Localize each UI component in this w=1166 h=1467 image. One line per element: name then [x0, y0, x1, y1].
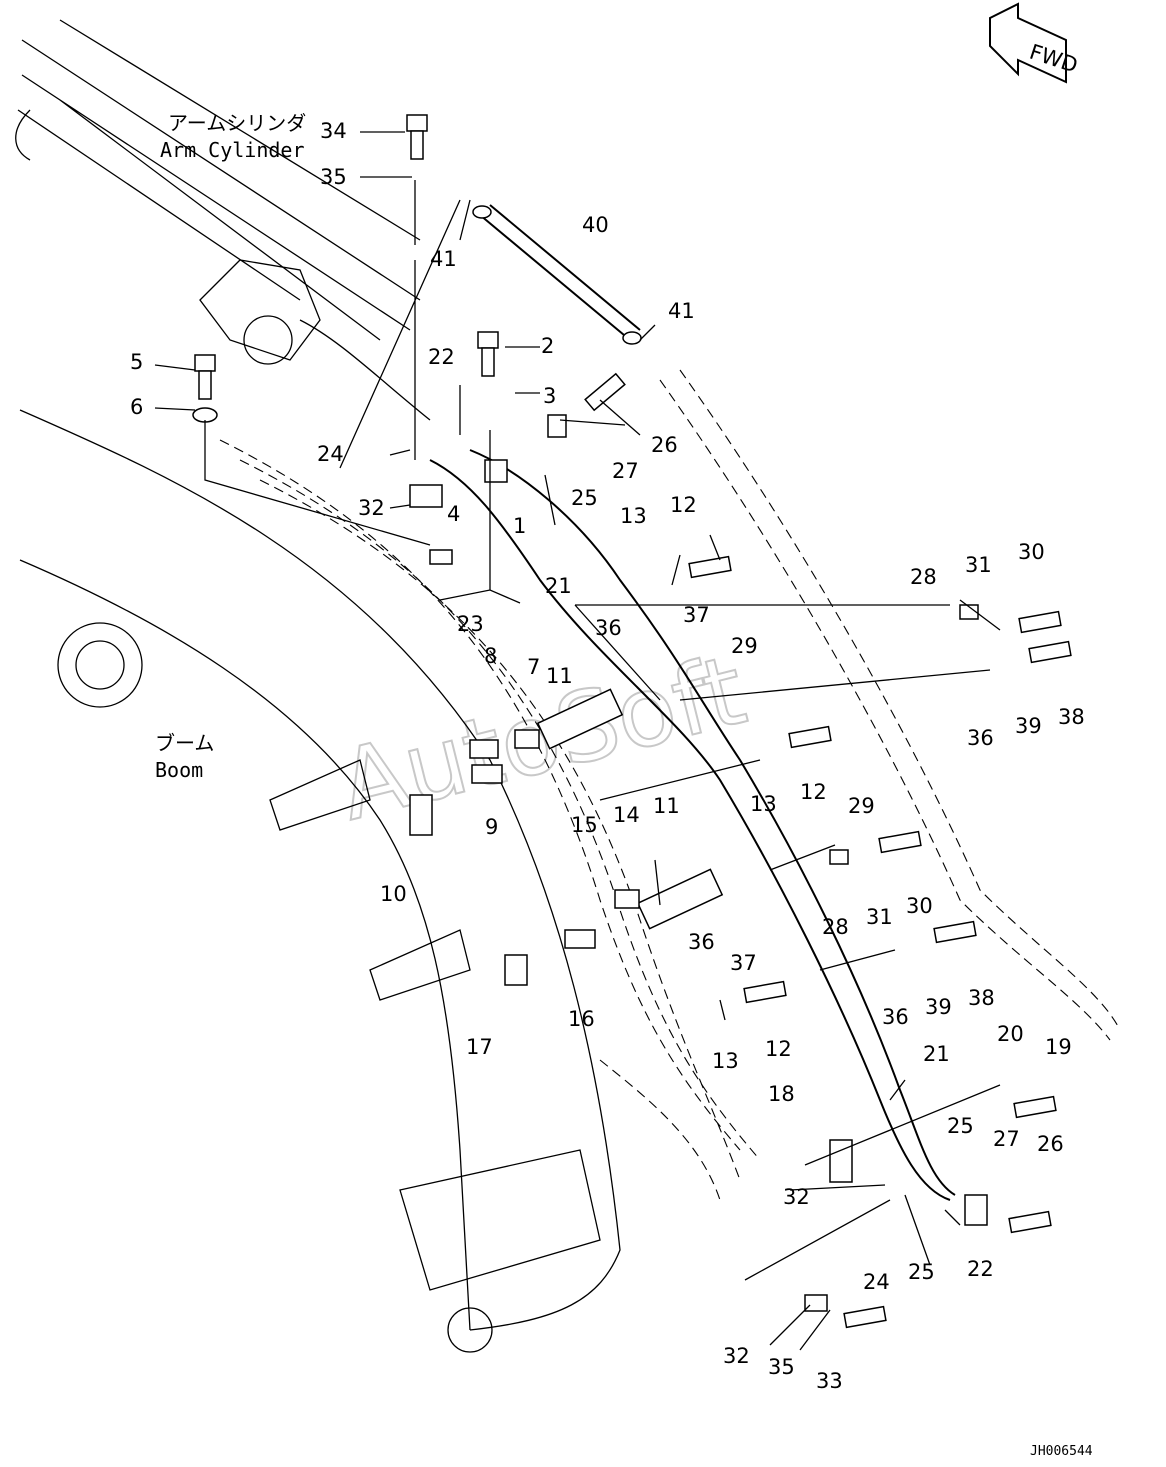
- callout-label: 22: [967, 1257, 994, 1281]
- callout-label: 30: [906, 894, 933, 918]
- callout-label: 4: [447, 502, 460, 526]
- callout-label: 12: [800, 780, 827, 804]
- tube-21: [429, 449, 956, 1201]
- callout-label: 26: [1037, 1132, 1064, 1156]
- callout-label: 11: [653, 794, 680, 818]
- callout-label: 25: [571, 486, 598, 510]
- callout-label: 41: [430, 247, 457, 271]
- callout-label: 39: [1015, 714, 1042, 738]
- callout-label: 8: [484, 644, 497, 668]
- callout-label: 32: [358, 496, 385, 520]
- callout-label: 36: [882, 1005, 909, 1029]
- callout-label: 20: [997, 1022, 1024, 1046]
- callout-label: 36: [688, 930, 715, 954]
- arm-cylinder-caption-en: Arm Cylinder: [160, 138, 305, 162]
- callout-label: 27: [993, 1127, 1020, 1151]
- callout-label: 25: [908, 1260, 935, 1284]
- hose-bundle: [219, 369, 1121, 1201]
- rod-40: [472, 204, 642, 345]
- callout-label: 17: [466, 1035, 493, 1059]
- callout-label: 10: [380, 882, 407, 906]
- callout-labels: 34 35 41 40 41 2 22 3 26 5 6 27 24 25 32…: [130, 119, 1085, 1393]
- callout-label: 22: [428, 345, 455, 369]
- callout-label: 5: [130, 350, 143, 374]
- fwd-label: FWD: [1027, 40, 1081, 78]
- callout-label: 26: [651, 433, 678, 457]
- callout-label: 28: [822, 915, 849, 939]
- fwd-arrow-icon: FWD: [989, 2, 1081, 84]
- callout-label: 36: [967, 726, 994, 750]
- boom-caption-jp: ブーム: [155, 731, 214, 755]
- callout-label: 34: [320, 119, 347, 143]
- callout-label: 9: [485, 815, 498, 839]
- callout-label: 21: [923, 1042, 950, 1066]
- callout-label: 41: [668, 299, 695, 323]
- arm-cylinder-outline: [15, 19, 431, 421]
- callout-label: 12: [765, 1037, 792, 1061]
- callout-label: 25: [947, 1114, 974, 1138]
- boom-outline: [19, 409, 621, 1353]
- callout-label: 13: [712, 1049, 739, 1073]
- callout-label: 18: [768, 1082, 795, 1106]
- callout-label: 3: [543, 384, 556, 408]
- callout-label: 31: [866, 905, 893, 929]
- callout-label: 29: [848, 794, 875, 818]
- callout-label: 1: [513, 514, 526, 538]
- callout-label: 14: [613, 803, 640, 827]
- callout-label: 24: [317, 442, 344, 466]
- callout-label: 40: [582, 213, 609, 237]
- callout-label: 36: [595, 616, 622, 640]
- callout-label: 12: [670, 493, 697, 517]
- callout-label: 13: [620, 504, 647, 528]
- callout-label: 37: [683, 603, 710, 627]
- bolts: [192, 114, 1072, 1329]
- callout-label: 6: [130, 395, 143, 419]
- callout-label: 38: [968, 986, 995, 1010]
- callout-label: 32: [783, 1185, 810, 1209]
- callout-label: 24: [863, 1270, 890, 1294]
- callout-label: 38: [1058, 705, 1085, 729]
- callout-label: 2: [541, 334, 554, 358]
- callout-label: 21: [545, 574, 572, 598]
- callout-label: 19: [1045, 1035, 1072, 1059]
- watermark-text: AutoSoft: [328, 634, 755, 842]
- leader-lines: [154, 131, 1001, 1351]
- callout-label: 33: [816, 1369, 843, 1393]
- callout-label: 28: [910, 565, 937, 589]
- callout-label: 35: [320, 165, 347, 189]
- callout-label: 29: [731, 634, 758, 658]
- callout-label: 27: [612, 459, 639, 483]
- boom-caption-en: Boom: [155, 758, 203, 782]
- clamps: [409, 414, 988, 1312]
- callout-label: 39: [925, 995, 952, 1019]
- callout-label: 37: [730, 951, 757, 975]
- callout-label: 23: [457, 612, 484, 636]
- callout-label: 35: [768, 1355, 795, 1379]
- callout-label: 13: [750, 792, 777, 816]
- callout-label: 7: [527, 655, 540, 679]
- callout-label: 30: [1018, 540, 1045, 564]
- arm-cylinder-caption-jp: アームシリンダ: [168, 111, 306, 135]
- callout-label: 16: [568, 1007, 595, 1031]
- callout-label: 15: [571, 813, 598, 837]
- callout-label: 31: [965, 553, 992, 577]
- drawing-code: JH006544: [1030, 1444, 1093, 1459]
- callout-label: 11: [546, 664, 573, 688]
- callout-label: 32: [723, 1344, 750, 1368]
